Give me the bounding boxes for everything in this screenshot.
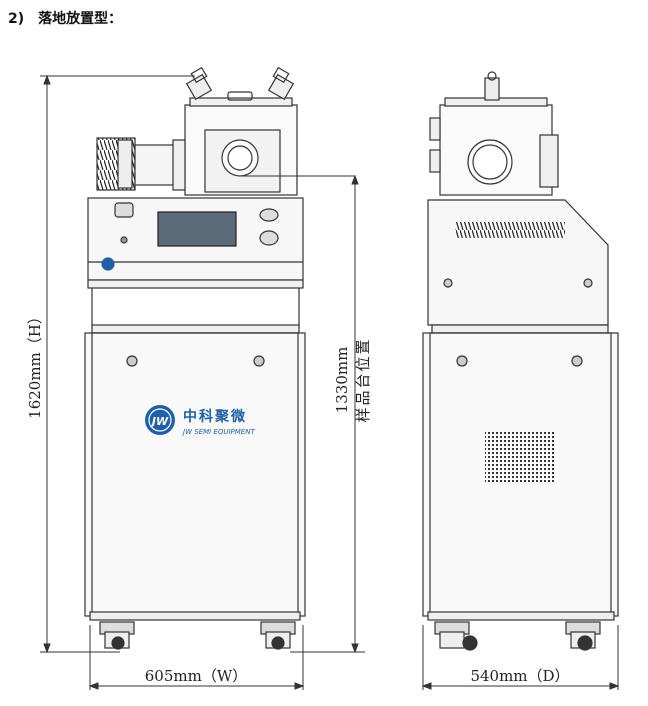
side-viewport — [467, 139, 513, 185]
front-cabinet — [84, 332, 306, 617]
front-view — [84, 66, 355, 650]
front-handle — [227, 91, 253, 101]
side-view — [422, 71, 619, 651]
dim-total-height: 1620mm（H） — [26, 309, 44, 419]
front-knob — [114, 202, 134, 218]
front-caster-left — [99, 621, 135, 650]
brand-logo: JW — [145, 405, 175, 435]
brand-logo-mark: JW — [150, 415, 169, 428]
side-top-port — [484, 77, 500, 101]
side-pump — [96, 137, 186, 191]
front-screw-left — [126, 355, 138, 367]
top-port-right — [267, 66, 295, 101]
front-button-bottom — [259, 230, 279, 246]
front-viewport — [221, 139, 259, 177]
dim-width: 605mm（W） — [145, 667, 248, 685]
front-caster-right — [260, 621, 296, 650]
dim-sample-height-value: 1330mm — [333, 347, 351, 414]
front-screw-right — [253, 355, 265, 367]
dim-sample-height-label: 样品台位置 — [354, 337, 372, 422]
dim-depth: 540mm（D） — [470, 667, 569, 685]
front-screen — [157, 211, 237, 247]
side-vent-slots — [455, 222, 565, 238]
side-caster-left — [434, 621, 478, 651]
brand-name-cn: 中科聚微 — [183, 408, 247, 425]
side-screw-left — [456, 355, 468, 367]
side-screw-right — [571, 355, 583, 367]
side-control-unit — [427, 199, 609, 326]
top-port-left — [185, 66, 213, 101]
brand-name-en: JW SEMI EQUIPMENT — [181, 428, 255, 436]
dimension-lines — [40, 74, 620, 690]
side-vent-grid — [485, 432, 555, 482]
section-heading: 2) 落地放置型： — [8, 11, 123, 27]
front-button-top — [259, 208, 279, 222]
side-caster-right — [565, 621, 601, 651]
